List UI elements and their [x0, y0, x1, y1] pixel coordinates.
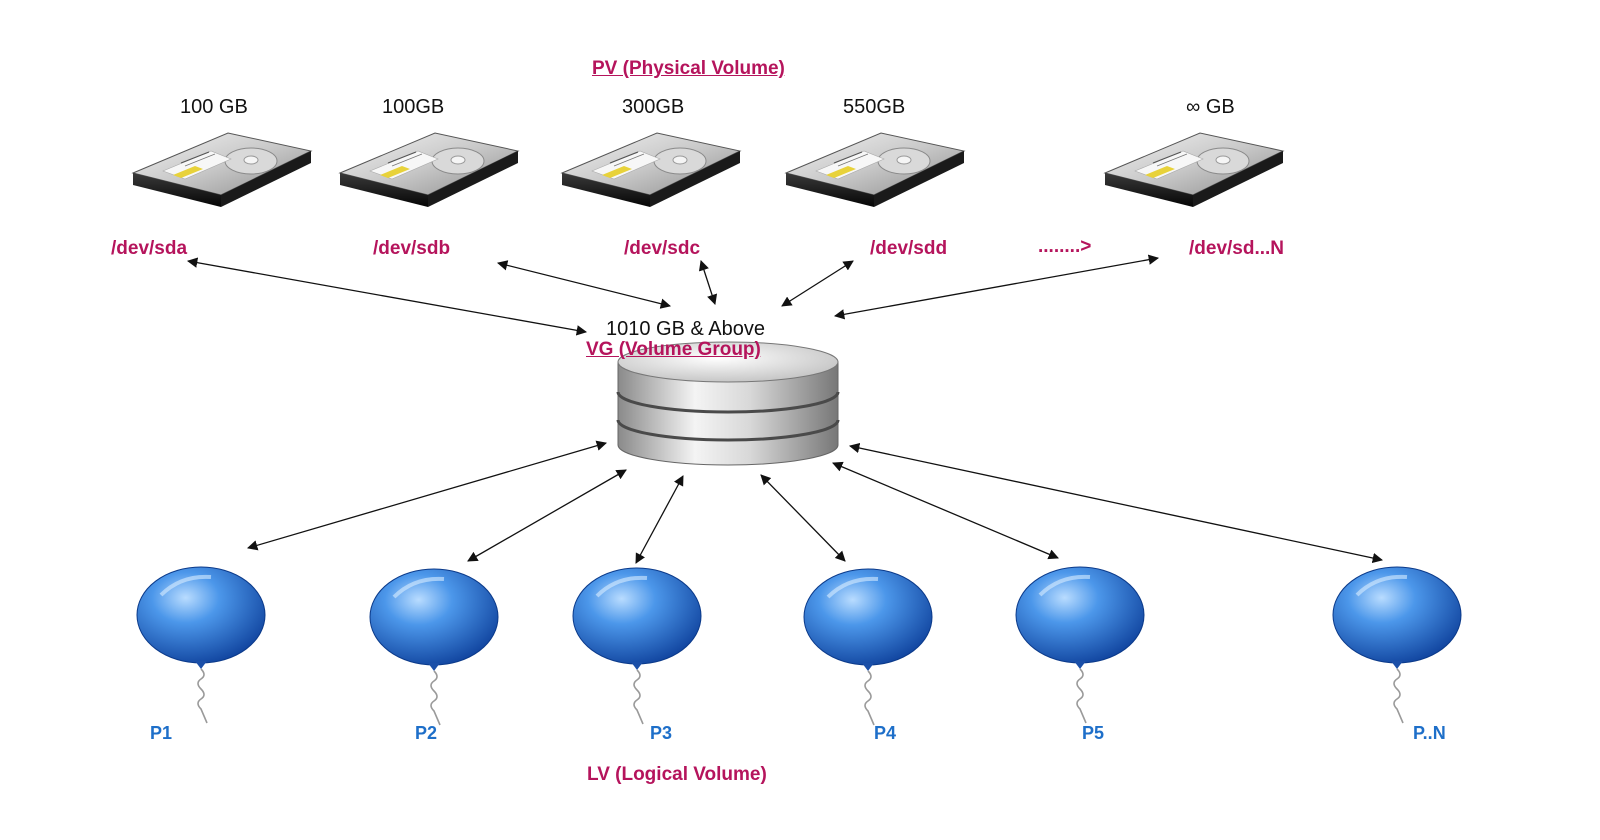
device-label-sdd: /dev/sdd: [870, 238, 948, 259]
lv-label-p1: P1: [150, 723, 173, 743]
continuation-marker: ........>: [1038, 236, 1092, 257]
disk-sdb-icon: [339, 132, 519, 208]
lv-p4-balloon-icon: [802, 567, 934, 727]
lv-p5-balloon-icon: [1014, 565, 1146, 725]
lv-pn-balloon-icon: [1331, 565, 1463, 725]
disk-size-sdc: 300GB: [622, 96, 685, 118]
disk-size-sdn: ∞ GB: [1186, 96, 1235, 118]
vg-title: VG (Volume Group): [586, 339, 761, 360]
device-label-sdc: /dev/sdc: [624, 238, 701, 259]
device-label-sdn: /dev/sd...N: [1189, 238, 1285, 259]
vg-capacity: 1010 GB & Above: [606, 318, 766, 340]
lv-p2-balloon-icon: [368, 567, 500, 727]
lv-label-p3: P3: [650, 723, 673, 743]
disk-sdn-icon: [1104, 132, 1284, 208]
lv-p1-balloon-icon: [135, 565, 267, 725]
lv-title: LV (Logical Volume): [587, 764, 767, 785]
lv-label-p4: P4: [874, 723, 897, 743]
volume-group-database-icon: [616, 341, 840, 466]
lv-label-p5: P5: [1082, 723, 1105, 743]
lv-label-pn: P..N: [1413, 723, 1446, 743]
lv-p3-balloon-icon: [571, 566, 703, 726]
disk-sda-icon: [132, 132, 312, 208]
disk-size-sda: 100 GB: [180, 96, 248, 118]
disk-size-sdb: 100GB: [382, 96, 445, 118]
pv-vg-arrows: [186, 254, 1160, 336]
pv-title: PV (Physical Volume): [592, 58, 785, 79]
disk-sdd-icon: [785, 132, 965, 208]
device-label-sdb: /dev/sdb: [373, 238, 451, 259]
lv-label-p2: P2: [415, 723, 438, 743]
disk-sdc-icon: [561, 132, 741, 208]
vg-lv-arrows: [247, 440, 1384, 564]
device-label-sda: /dev/sda: [111, 238, 188, 259]
disk-size-sdd: 550GB: [843, 96, 906, 118]
